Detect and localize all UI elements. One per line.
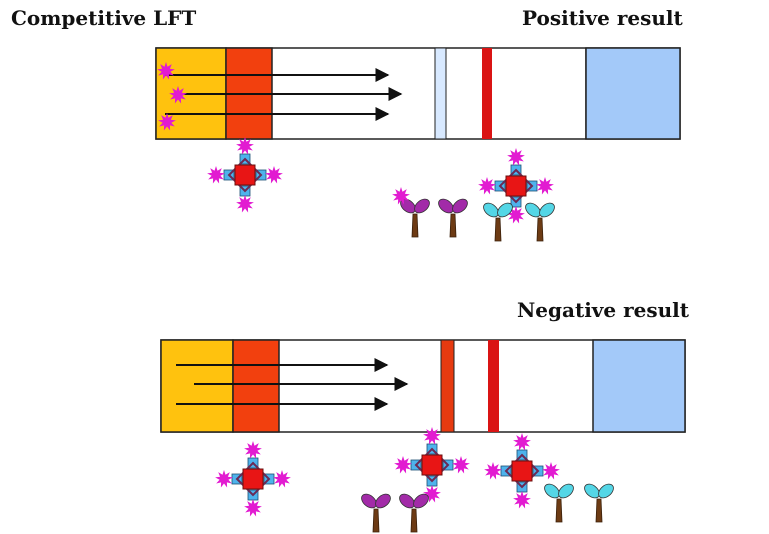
positive-result-label: Positive result bbox=[522, 6, 683, 30]
negative-result-label: Negative result bbox=[517, 298, 689, 322]
control-antibody-icon bbox=[544, 483, 574, 523]
control-line bbox=[482, 48, 492, 139]
analyte-icon bbox=[423, 427, 441, 445]
analyte-icon bbox=[207, 166, 225, 184]
analyte-icon bbox=[158, 113, 176, 131]
core-particle-icon bbox=[511, 460, 533, 482]
absorbent-pad bbox=[585, 47, 681, 140]
linker-icon bbox=[498, 168, 534, 204]
capture-antibody-icon bbox=[392, 187, 430, 238]
core-particle-icon bbox=[234, 164, 256, 186]
linker-icon bbox=[227, 157, 263, 193]
analyte-icon bbox=[423, 485, 441, 503]
capture-antibody-icon bbox=[399, 493, 429, 533]
conjugate-particle-icon bbox=[215, 441, 291, 517]
diagram-title: Competitive LFT bbox=[11, 6, 197, 30]
linker-icon bbox=[414, 447, 450, 483]
control-line bbox=[488, 340, 499, 432]
analyte-icon bbox=[542, 462, 560, 480]
analyte-icon bbox=[265, 166, 283, 184]
analyte-icon bbox=[452, 456, 470, 474]
negative-strip bbox=[160, 339, 686, 433]
analyte-icon bbox=[236, 195, 254, 213]
control-antibody-icon bbox=[584, 483, 614, 523]
analyte-icon bbox=[513, 433, 531, 451]
analyte-icon bbox=[484, 462, 502, 480]
linker-icon bbox=[504, 453, 540, 489]
analyte-icon bbox=[536, 177, 554, 195]
linker-icon bbox=[235, 461, 271, 497]
analyte-icon bbox=[157, 62, 175, 80]
positive-strip bbox=[155, 47, 681, 140]
analyte-icon bbox=[394, 456, 412, 474]
conjugate-particle-icon bbox=[478, 148, 554, 224]
core-particle-icon bbox=[421, 454, 443, 476]
control-antibody-icon bbox=[483, 202, 513, 242]
capture-antibody-icon bbox=[438, 198, 468, 238]
test-line bbox=[440, 339, 455, 433]
analyte-icon bbox=[244, 441, 262, 459]
analyte-icon bbox=[478, 177, 496, 195]
core-particle-icon bbox=[242, 468, 264, 490]
sample-pad bbox=[160, 339, 234, 433]
test-line bbox=[434, 47, 447, 140]
analyte-icon bbox=[215, 470, 233, 488]
conjugate-particle-icon bbox=[484, 433, 560, 509]
analyte-icon bbox=[513, 491, 531, 509]
analyte-icon bbox=[507, 148, 525, 166]
conjugate-particle-icon bbox=[394, 427, 470, 503]
absorbent-pad bbox=[592, 339, 686, 433]
control-antibody-icon bbox=[525, 202, 555, 242]
analyte-icon bbox=[236, 137, 254, 155]
analyte-icon bbox=[273, 470, 291, 488]
conjugate-particle-icon bbox=[207, 137, 283, 213]
analyte-icon bbox=[392, 187, 410, 205]
conjugate-pad bbox=[232, 339, 280, 433]
analyte-icon bbox=[244, 499, 262, 517]
analyte-icon bbox=[169, 86, 187, 104]
core-particle-icon bbox=[505, 175, 527, 197]
capture-antibody-icon bbox=[361, 493, 391, 533]
